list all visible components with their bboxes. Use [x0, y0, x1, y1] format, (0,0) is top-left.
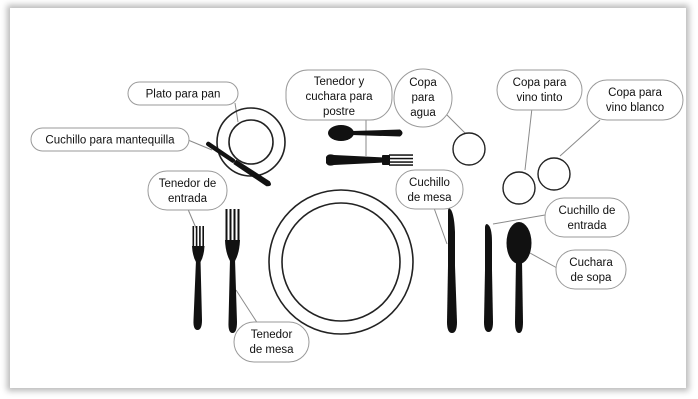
label-copa-agua-line-1: Copa: [409, 77, 437, 89]
label-cuchillo-mesa-line-2: de mesa: [407, 192, 452, 204]
label-postre-line-2: cuchara para: [305, 91, 373, 103]
dessert-fork-tine-1: [389, 154, 413, 156]
label-postre-line-3: postre: [323, 106, 355, 118]
dinner-plate-center: [281, 202, 401, 322]
butter-knife-handle: [206, 141, 236, 163]
red-wine-glass: [502, 171, 536, 205]
label-tenedor-de-entrada: Tenedor de entrada: [147, 170, 228, 211]
label-copa-agua-line-2: para: [411, 92, 435, 104]
salad-knife-blade: [485, 224, 492, 272]
dinner-plate-rim: [268, 189, 414, 335]
dinner-fork-tine-4: [237, 209, 240, 243]
label-tenedor-de-entrada-line-2: entrada: [168, 193, 208, 205]
dessert-fork: [326, 154, 413, 166]
dessert-fork-tine-2: [389, 157, 413, 160]
label-cuchillo-entrada-line-2: entrada: [567, 220, 607, 232]
leader-cuchillo-entrada: [492, 214, 546, 225]
white-wine-glass: [537, 157, 571, 191]
label-tenedor-de-entrada-line-1: Tenedor de: [159, 178, 217, 190]
label-plato-para-pan: Plato para pan: [127, 81, 239, 106]
dessert-spoon: [328, 125, 403, 141]
leader-cuchillo-mantequilla: [187, 139, 213, 151]
leader-copa-blanco: [559, 119, 601, 157]
label-copa-para-agua: Copa para agua: [393, 68, 453, 128]
dessert-spoon-handle: [352, 129, 403, 137]
label-cuchara-sopa-line-1: Cuchara: [569, 257, 613, 269]
label-cuchara-sopa-line-2: de sopa: [571, 272, 613, 284]
dessert-fork-tine-3: [389, 161, 413, 163]
label-postre-line-1: Tenedor y: [314, 76, 365, 88]
soup-spoon-bowl: [506, 222, 532, 264]
dinner-knife: [447, 208, 457, 333]
dinner-fork-tine-1: [225, 209, 228, 243]
label-copa-para-vino-blanco: Copa para vino blanco: [586, 79, 684, 121]
label-cuchillo-entrada-line-1: Cuchillo de: [559, 205, 616, 217]
label-cuchara-de-sopa: Cuchara de sopa: [555, 249, 627, 290]
dinner-fork-tine-3: [233, 209, 236, 243]
dinner-fork-neck: [225, 240, 240, 261]
label-copa-blanco-line-2: vino blanco: [606, 102, 664, 114]
label-cuchillo-de-mesa: Cuchillo de mesa: [395, 169, 464, 210]
label-tenedor-mesa-line-2: de mesa: [249, 344, 294, 356]
salad-knife-handle: [484, 270, 493, 332]
dessert-fork-handle: [326, 154, 384, 166]
label-cuchillo-de-entrada: Cuchillo de entrada: [544, 197, 630, 238]
label-tenedor-mesa-line-1: Tenedor: [251, 329, 293, 341]
dessert-spoon-bowl: [328, 125, 354, 141]
dinner-fork-handle: [228, 259, 237, 333]
butter-knife-blade: [233, 159, 271, 187]
label-tenedor-y-cuchara-para-postre: Tenedor y cuchara para postre: [285, 69, 393, 121]
label-cuchillo-mesa-line-1: Cuchillo: [409, 177, 450, 189]
water-glass: [452, 132, 486, 166]
leader-tenedor-mesa: [235, 289, 259, 325]
leader-cuchara-sopa: [529, 252, 558, 269]
label-copa-blanco-line-1: Copa para: [608, 87, 662, 99]
dinner-knife-handle: [447, 266, 457, 333]
dinner-plate: [268, 189, 414, 335]
soup-spoon: [506, 222, 532, 333]
bread-plate: [216, 107, 286, 177]
salad-fork-tine-2: [195, 226, 198, 248]
leader-copa-tinto: [524, 107, 533, 171]
dinner-fork: [225, 209, 240, 333]
salad-knife: [484, 224, 493, 332]
salad-fork-tine-4: [202, 226, 204, 248]
leader-copa-agua: [443, 111, 467, 135]
salad-fork-handle: [193, 260, 202, 330]
salad-fork-neck: [192, 246, 205, 262]
label-cuchillo-para-mantequilla: Cuchillo para mantequilla: [30, 127, 190, 152]
label-tenedor-de-mesa: Tenedor de mesa: [233, 321, 310, 363]
dinner-knife-blade: [448, 208, 455, 268]
label-copa-tinto-line-2: vino tinto: [516, 92, 562, 104]
bread-plate-rim: [216, 107, 286, 177]
label-cuchillo-para-mantequilla-text: Cuchillo para mantequilla: [45, 135, 175, 147]
soup-spoon-handle: [515, 260, 523, 333]
bread-plate-center: [228, 119, 274, 165]
dessert-fork-tine-4: [389, 164, 413, 166]
salad-fork-tine-3: [199, 226, 201, 248]
label-copa-agua-line-3: agua: [410, 107, 436, 119]
label-copa-para-vino-tinto: Copa para vino tinto: [496, 69, 583, 111]
dinner-fork-tine-2: [229, 209, 232, 243]
salad-fork-tine-1: [192, 226, 195, 248]
label-copa-tinto-line-1: Copa para: [513, 77, 567, 89]
leader-plato-pan: [234, 102, 239, 123]
dessert-fork-neck: [382, 155, 390, 165]
butter-knife: [206, 141, 271, 187]
leader-cuchillo-mesa: [433, 207, 448, 245]
salad-fork: [192, 226, 205, 330]
label-plato-para-pan-text: Plato para pan: [146, 89, 221, 101]
